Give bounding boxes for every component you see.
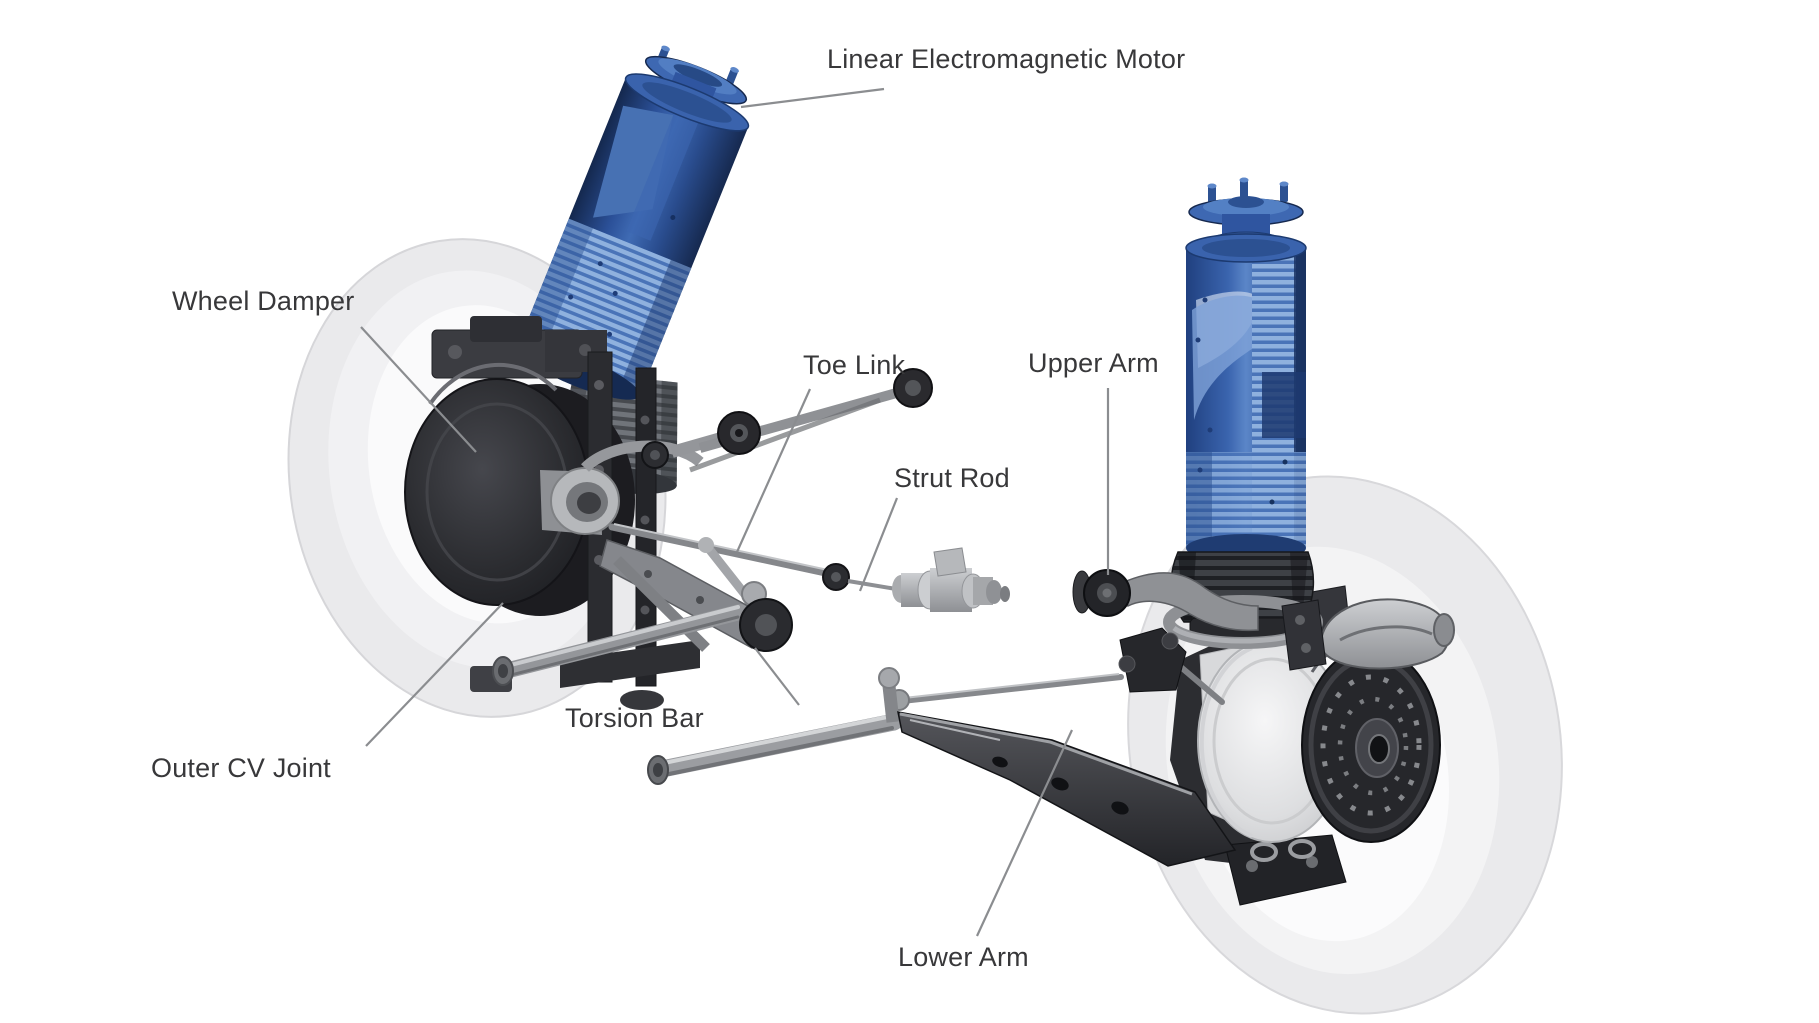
leader-lower-arm bbox=[976, 729, 1073, 937]
label-outer-cv-joint: Outer CV Joint bbox=[151, 753, 331, 783]
label-lower-arm: Lower Arm bbox=[898, 942, 1029, 972]
leader-wheel-damper bbox=[360, 326, 477, 453]
leader-strut-rod bbox=[858, 497, 899, 592]
leader-linear-electromagnetic-motor bbox=[740, 87, 885, 109]
left-torsion-bar bbox=[492, 581, 793, 686]
right-brake-rotor bbox=[1301, 639, 1441, 843]
left-toe-link bbox=[608, 523, 850, 591]
label-strut-rod: Strut Rod bbox=[894, 463, 1010, 493]
right-lower-arm bbox=[647, 667, 1237, 867]
label-toe-link: Toe Link bbox=[803, 350, 906, 380]
label-upper-arm: Upper Arm bbox=[1028, 348, 1159, 378]
right-upper-arm bbox=[1072, 569, 1327, 671]
left-knuckle-top-bracket bbox=[431, 316, 607, 379]
leader-toe-link bbox=[735, 388, 812, 553]
right-wheel-damper-drum bbox=[1197, 639, 1347, 843]
right-toe-link-bracket bbox=[888, 627, 1225, 711]
leader-lines bbox=[360, 87, 1110, 937]
label-torsion-bar: Torsion Bar bbox=[565, 703, 704, 733]
left-upper-arm bbox=[581, 368, 933, 473]
label-wheel-damper: Wheel Damper bbox=[172, 286, 355, 316]
leader-outer-cv-joint bbox=[365, 602, 504, 747]
label-linear-electromagnetic-motor: Linear Electromagnetic Motor bbox=[827, 44, 1186, 74]
left-hub-bore bbox=[540, 467, 620, 535]
leader-torsion-bar bbox=[754, 647, 800, 706]
left-strut-rod bbox=[847, 547, 1010, 612]
right-linear-motor bbox=[1185, 177, 1307, 562]
